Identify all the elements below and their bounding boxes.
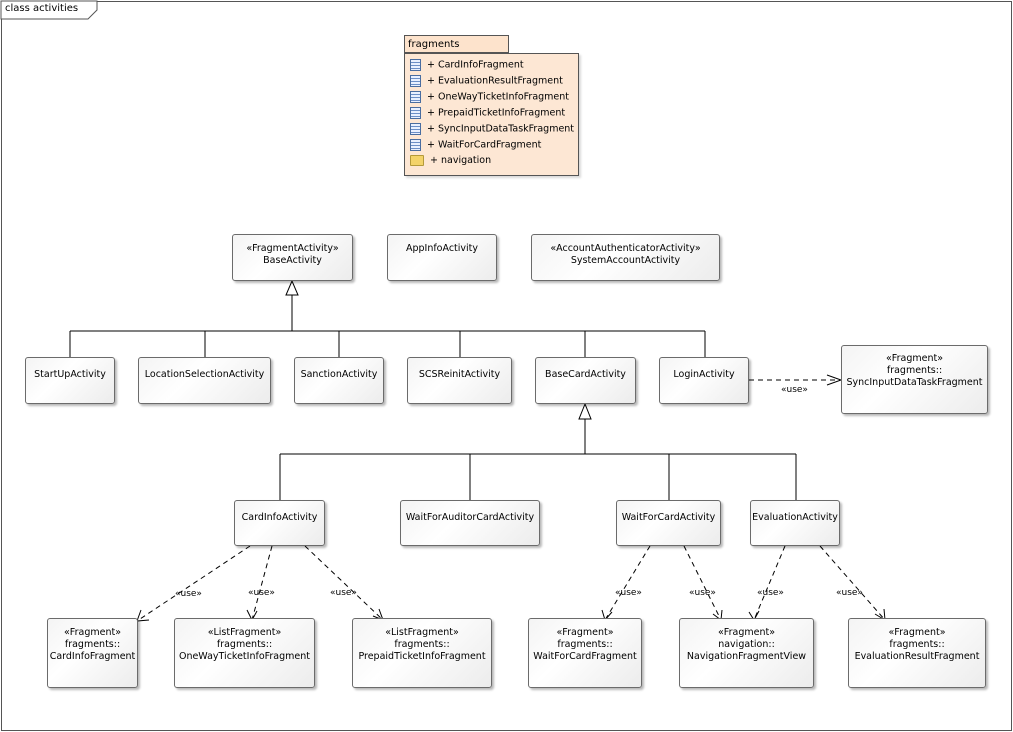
use-label: «use» [615, 588, 642, 598]
class-prepaid-ticket-info-fragment[interactable]: «ListFragment» fragments:: PrepaidTicket… [352, 618, 492, 688]
stereotype: «FragmentActivity» [246, 243, 339, 254]
class-wait-for-auditor-card-activity[interactable]: WaitForAuditorCardActivity [400, 500, 540, 546]
class-system-account-activity[interactable]: «AccountAuthenticatorActivity» SystemAcc… [531, 234, 720, 281]
class-base-activity[interactable]: «FragmentActivity» BaseActivity [232, 234, 353, 281]
package-item[interactable]: + CardInfoFragment [410, 59, 524, 75]
class-sanction-activity[interactable]: SanctionActivity [294, 357, 384, 404]
stereotype: «Fragment» [888, 627, 946, 638]
package-item[interactable]: + navigation [410, 155, 491, 171]
class-start-up-activity[interactable]: StartUpActivity [25, 357, 115, 404]
namespace: fragments:: [557, 639, 613, 650]
use-label: «use» [175, 589, 202, 599]
use-label: «use» [248, 588, 275, 598]
class-login-activity[interactable]: LoginActivity [659, 357, 749, 404]
class-wait-for-card-fragment[interactable]: «Fragment» fragments:: WaitForCardFragme… [528, 618, 642, 688]
class-evaluation-result-fragment[interactable]: «Fragment» fragments:: EvaluationResultF… [848, 618, 986, 688]
class-name: BaseCardActivity [545, 369, 626, 380]
class-card-info-activity[interactable]: CardInfoActivity [234, 500, 325, 546]
class-name: SyncInputDataTaskFragment [846, 377, 983, 388]
class-app-info-activity[interactable]: AppInfoActivity [387, 234, 497, 281]
class-name: LoginActivity [673, 369, 735, 380]
namespace: fragments:: [394, 639, 450, 650]
package-item[interactable]: + PrepaidTicketInfoFragment [410, 107, 565, 123]
class-name: PrepaidTicketInfoFragment [358, 651, 486, 662]
class-icon [410, 59, 421, 71]
class-name: StartUpActivity [34, 369, 106, 380]
stereotype: «ListFragment» [385, 627, 459, 638]
frame-tab-shape [0, 0, 98, 20]
stereotype: «ListFragment» [207, 627, 282, 638]
use-label: «use» [330, 588, 357, 598]
folder-icon [410, 155, 424, 166]
class-card-info-fragment[interactable]: «Fragment» fragments:: CardInfoFragment [47, 618, 138, 688]
dependency-lines [136, 379, 886, 622]
class-name: SystemAccountActivity [570, 255, 681, 266]
class-base-card-activity[interactable]: BaseCardActivity [535, 357, 636, 404]
namespace: navigation:: [718, 639, 775, 650]
class-icon [410, 123, 421, 135]
class-wait-for-card-activity[interactable]: WaitForCardActivity [616, 500, 721, 546]
class-name: BaseActivity [263, 255, 322, 266]
class-navigation-fragment-view[interactable]: «Fragment» navigation:: NavigationFragme… [679, 618, 814, 688]
class-icon [410, 139, 421, 151]
stereotype: «Fragment» [718, 627, 775, 638]
stereotype: «Fragment» [886, 353, 943, 364]
dependency-arrowheads [136, 374, 886, 622]
class-name: SCSReinitActivity [418, 369, 501, 380]
class-name: LocationSelectionActivity [144, 369, 265, 380]
generalization-base-activity [69, 295, 706, 357]
class-name: EvaluationActivity [752, 512, 838, 523]
class-icon [410, 75, 421, 87]
package-item[interactable]: + WaitForCardFragment [410, 139, 541, 155]
class-evaluation-activity[interactable]: EvaluationActivity [750, 500, 840, 546]
stereotype: «Fragment» [556, 627, 614, 638]
use-label: «use» [757, 588, 784, 598]
class-name: WaitForAuditorCardActivity [405, 512, 535, 523]
package-item[interactable]: + EvaluationResultFragment [410, 75, 563, 91]
frame-title: class activities [5, 3, 79, 14]
generalization-arrowhead-base-card-activity [578, 402, 592, 420]
package-fragments[interactable]: + CardInfoFragment + EvaluationResultFra… [404, 53, 579, 176]
class-icon [410, 91, 421, 103]
class-name: SanctionActivity [300, 369, 378, 380]
namespace: fragments:: [216, 639, 273, 650]
stereotype: «AccountAuthenticatorActivity» [550, 243, 701, 254]
namespace: fragments:: [889, 639, 945, 650]
use-label: «use» [689, 588, 716, 598]
package-item[interactable]: + OneWayTicketInfoFragment [410, 91, 569, 107]
class-icon [410, 107, 421, 119]
class-name: WaitForCardActivity [621, 512, 716, 523]
stereotype: «Fragment» [64, 627, 121, 638]
class-name: CardInfoActivity [241, 512, 318, 523]
use-label: «use» [836, 588, 863, 598]
class-location-selection-activity[interactable]: LocationSelectionActivity [138, 357, 271, 404]
package-tab[interactable]: fragments [404, 35, 509, 53]
class-name: OneWayTicketInfoFragment [178, 651, 311, 662]
generalization-arrowhead-base-activity [285, 279, 299, 296]
class-scs-reinit-activity[interactable]: SCSReinitActivity [407, 357, 512, 404]
class-one-way-ticket-info-fragment[interactable]: «ListFragment» fragments:: OneWayTicketI… [174, 618, 315, 688]
class-name: CardInfoFragment [49, 651, 136, 662]
class-name: WaitForCardFragment [533, 651, 637, 662]
namespace: fragments:: [886, 365, 943, 376]
class-name: AppInfoActivity [405, 243, 479, 254]
class-sync-input-data-task-fragment[interactable]: «Fragment» fragments:: SyncInputDataTask… [841, 345, 988, 414]
class-name: EvaluationResultFragment [854, 651, 980, 662]
class-name: NavigationFragmentView [686, 651, 807, 662]
namespace: fragments:: [64, 639, 121, 650]
use-label: «use» [781, 385, 808, 395]
generalization-base-card-activity [279, 419, 797, 500]
package-name: fragments [408, 39, 460, 50]
package-item[interactable]: + SyncInputDataTaskFragment [410, 123, 574, 139]
